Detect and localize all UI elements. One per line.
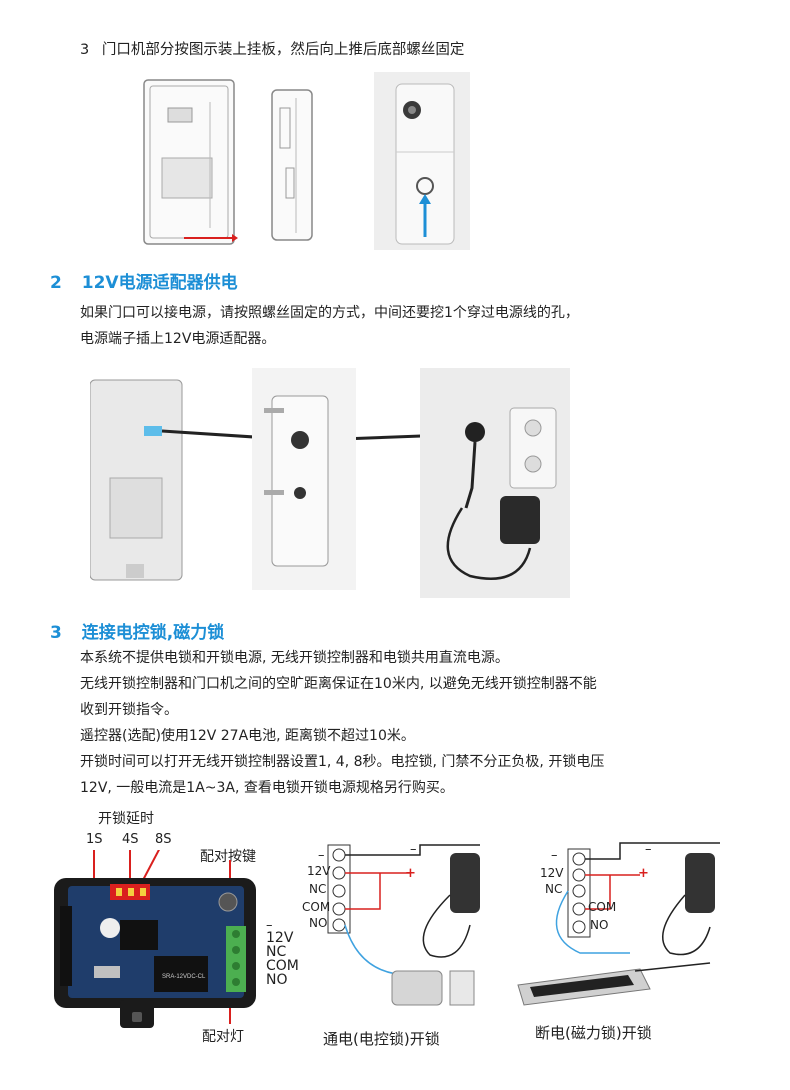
section-2-paragraph: 如果门口可以接电源，请按照螺丝固定的方式，中间还要挖1个穿过电源线的孔， 电源端… (80, 300, 760, 352)
mid-plus-label: + (405, 866, 416, 881)
right-terminal-12v: 12V (540, 866, 564, 880)
mount-step-number: 3 (80, 42, 90, 58)
section-3-line-5: 开锁时间可以打开无线开锁控制器设置1, 4, 8秒。电控锁, 门禁不分正负极, … (80, 754, 605, 770)
right-plus-label: + (638, 866, 649, 881)
section-2-line-2: 电源端子插上12V电源适配器。 (80, 331, 276, 347)
right-terminal-nc: NC (545, 882, 563, 896)
left-terminal-no: NO (266, 972, 288, 988)
caption-power-on: 通电(电控锁)开锁 (323, 1030, 440, 1048)
section-3-line-3: 收到开锁指令。 (80, 702, 178, 718)
wiring-power-on-diagram (300, 835, 500, 1025)
mid-terminal-nc: NC (309, 882, 327, 896)
section-2-number: 2 (50, 273, 62, 293)
left-terminal-12v: 12V (266, 930, 294, 946)
right-terminal-no: NO (590, 918, 609, 932)
mid-terminal-com: COM (302, 900, 331, 914)
section-3-line-2: 无线开锁控制器和门口机之间的空旷距离保证在10米内, 以避免无线开锁控制器不能 (80, 676, 597, 692)
controller-board: SRA-12VDC-CL (50, 850, 260, 1030)
pair-button-label: 配对按键 (200, 849, 256, 865)
caption-power-off: 断电(磁力锁)开锁 (535, 1024, 652, 1042)
mid-terminal-12v: 12V (307, 864, 331, 878)
mount-image-backplate (140, 78, 238, 248)
section-2-line-1: 如果门口可以接电源，请按照螺丝固定的方式，中间还要挖1个穿过电源线的孔， (80, 305, 579, 321)
section-2-heading: 2 12V电源适配器供电 (50, 268, 238, 293)
delay-4s-label: 4S (122, 832, 139, 847)
delay-label: 开锁延时 (98, 811, 154, 827)
left-terminal-com: COM (266, 958, 299, 974)
section-3-paragraph: 本系统不提供电锁和开锁电源, 无线开锁控制器和电锁共用直流电源。 无线开锁控制器… (80, 645, 760, 801)
right-terminal-com: COM (588, 900, 617, 914)
mount-image-side (262, 88, 320, 246)
mount-step-line: 3 门口机部分按图示装上挂板，然后向上推后底部螺丝固定 (80, 38, 464, 59)
section-3-line-6: 12V, 一般电流是1A~3A, 查看电锁开锁电源规格另行购买。 (80, 780, 454, 796)
delay-8s-label: 8S (155, 832, 172, 847)
power-image-row (90, 368, 570, 598)
right-minus-label: – (551, 848, 558, 863)
section-3-heading: 3 连接电控锁,磁力锁 (50, 618, 224, 643)
mid-minus-top-label: – (410, 842, 417, 857)
mid-minus-label: – (318, 848, 325, 863)
mid-terminal-no: NO (309, 916, 328, 930)
right-minus-top-label: – (645, 842, 652, 857)
left-terminal-nc: NC (266, 944, 287, 960)
left-minus-label: – (266, 918, 273, 933)
chip-text: SRA-12VDC-CL (162, 974, 206, 980)
mount-image-installed (374, 72, 470, 250)
delay-1s-label: 1S (86, 832, 103, 847)
section-3-title: 连接电控锁,磁力锁 (81, 623, 225, 643)
section-3-line-4: 遥控器(选配)使用12V 27A电池, 距离锁不超过10米。 (80, 728, 415, 744)
pair-light-label: 配对灯 (202, 1029, 244, 1045)
section-2-title: 12V电源适配器供电 (81, 273, 238, 293)
section-3-number: 3 (50, 623, 62, 643)
wiring-power-off-diagram (510, 835, 750, 1025)
mount-step-text: 门口机部分按图示装上挂板，然后向上推后底部螺丝固定 (101, 42, 465, 58)
section-3-line-1: 本系统不提供电锁和开锁电源, 无线开锁控制器和电锁共用直流电源。 (80, 650, 509, 666)
